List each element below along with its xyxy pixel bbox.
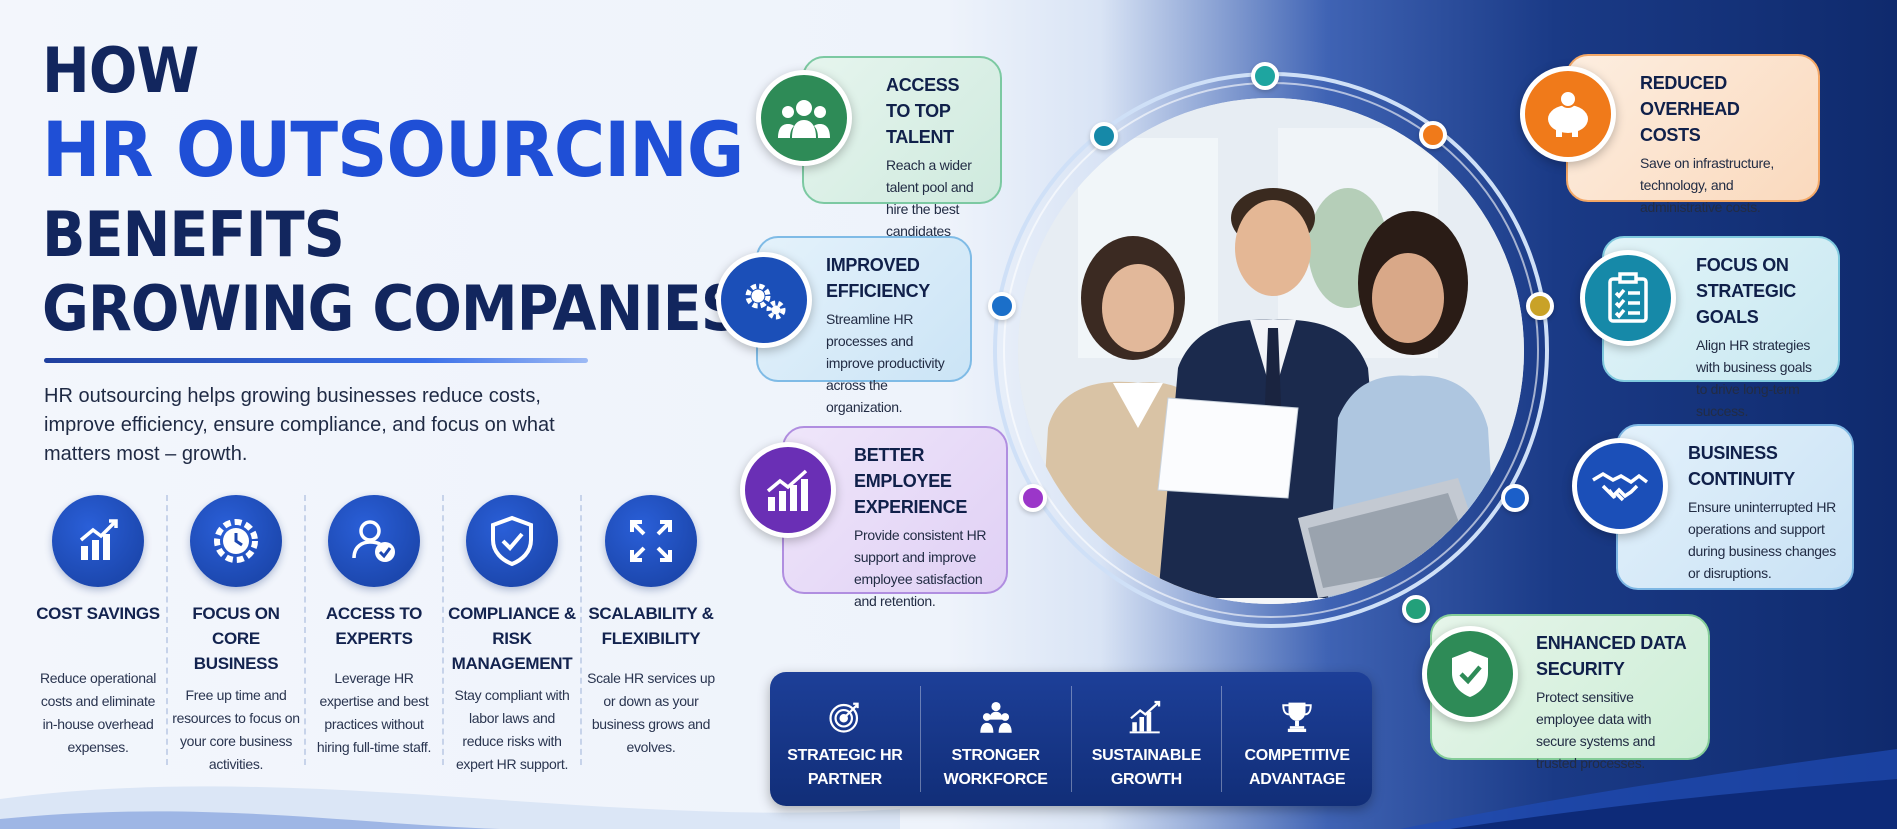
headline-line-3: BENEFITS xyxy=(42,198,345,271)
ring-dot xyxy=(988,292,1016,320)
card-title: BUSINESS CONTINUITY xyxy=(1688,443,1795,489)
card-title: IMPROVED EFFICIENCY xyxy=(826,255,931,301)
trophy-icon xyxy=(1282,702,1312,733)
headline-line-1: HOW xyxy=(42,34,199,107)
benefit-desc: Leverage HR expertise and best practices… xyxy=(316,670,432,755)
bar-item-competitive-advantage: COMPETITIVE ADVANTAGE xyxy=(1222,686,1372,792)
ring-dot xyxy=(1019,484,1047,512)
benefit-scalability: SCALABILITY & FLEXIBILITY Scale HR servi… xyxy=(582,495,720,765)
headline-line-2: HR OUTSOURCING xyxy=(42,105,744,194)
bar-item-stronger-workforce: STRONGER WORKFORCE xyxy=(921,686,1072,792)
bar-item-label: SUSTAINABLE GROWTH xyxy=(1091,747,1202,788)
piggy-bank-icon xyxy=(1520,66,1616,162)
card-desc: Provide consistent HR support and improv… xyxy=(854,527,987,609)
benefit-title: COMPLIANCE & RISK MANAGEMENT xyxy=(448,604,576,673)
workforce-icon xyxy=(979,701,1012,733)
card-desc: Align HR strategies with business goals … xyxy=(1696,337,1812,419)
benefit-access-experts: ACCESS TO EXPERTS Leverage HR expertise … xyxy=(306,495,444,765)
card-title: ACCESS TO TOP TALENT xyxy=(886,75,960,147)
benefit-focus-core: FOCUS ON CORE BUSINESS Free up time and … xyxy=(168,495,306,772)
ring-dot xyxy=(1501,484,1529,512)
summary-bar: STRATEGIC HR PARTNER STRONGER WORKFORCE … xyxy=(770,672,1372,806)
benefit-title: SCALABILITY & FLEXIBILITY xyxy=(588,604,714,648)
intro-text: HR outsourcing helps growing businesses … xyxy=(44,385,555,465)
bar-item-label: STRONGER WORKFORCE xyxy=(943,747,1048,788)
shield-check-icon xyxy=(1422,626,1518,722)
target-icon xyxy=(829,702,859,733)
clipboard-checklist-icon xyxy=(1580,250,1676,346)
benefit-compliance: COMPLIANCE & RISK MANAGEMENT Stay compli… xyxy=(444,495,582,772)
card-desc: Streamline HR processes and improve prod… xyxy=(826,311,945,415)
bar-chart-up-icon xyxy=(52,495,144,587)
ring-dot xyxy=(1419,121,1447,149)
growth-bars-icon xyxy=(1130,700,1161,734)
shield-check-icon xyxy=(466,495,558,587)
card-title: FOCUS ON STRATEGIC GOALS xyxy=(1696,255,1796,327)
benefit-desc: Free up time and resources to focus on y… xyxy=(172,687,300,772)
card-title: BETTER EMPLOYEE EXPERIENCE xyxy=(854,445,968,517)
benefit-title: COST SAVINGS xyxy=(36,604,160,623)
benefit-title: ACCESS TO EXPERTS xyxy=(325,604,423,648)
ring-dot xyxy=(1251,62,1279,90)
benefit-desc: Stay compliant with labor laws and reduc… xyxy=(454,687,570,772)
headline: HOW HR OUTSOURCING BENEFITS GROWING COMP… xyxy=(42,34,744,345)
card-title: ENHANCED DATA SECURITY xyxy=(1536,633,1686,679)
handshake-icon xyxy=(1572,438,1668,534)
gear-clock-icon xyxy=(190,495,282,587)
ring-dot xyxy=(1402,595,1430,623)
benefit-desc: Reduce operational costs and eliminate i… xyxy=(39,670,157,755)
expand-arrows-icon xyxy=(604,495,697,587)
card-title: REDUCED OVERHEAD COSTS xyxy=(1640,73,1740,145)
bar-item-label: STRATEGIC HR PARTNER xyxy=(787,747,903,788)
ring-dot xyxy=(1526,292,1554,320)
headline-line-4: GROWING COMPANIES xyxy=(42,272,742,345)
gears-icon xyxy=(716,252,812,348)
title-underline xyxy=(44,358,588,363)
team-photo xyxy=(1018,98,1524,604)
benefit-title: FOCUS ON CORE BUSINESS xyxy=(192,604,280,673)
user-check-icon xyxy=(328,495,420,587)
benefit-desc: Scale HR services up or down as your bus… xyxy=(587,670,715,755)
team-icon xyxy=(756,70,852,166)
ring-dot xyxy=(1090,122,1118,150)
card-desc: Protect sensitive employee data with sec… xyxy=(1536,689,1656,771)
card-desc: Save on infrastructure, technology, and … xyxy=(1640,155,1774,215)
benefit-cost-savings: COST SAVINGS Reduce operational costs an… xyxy=(30,495,168,765)
bar-item-strategic-partner: STRATEGIC HR PARTNER xyxy=(770,686,921,792)
benefit-columns: COST SAVINGS Reduce operational costs an… xyxy=(30,495,720,772)
bar-item-label: COMPETITIVE ADVANTAGE xyxy=(1244,747,1350,788)
bar-item-sustainable-growth: SUSTAINABLE GROWTH xyxy=(1072,686,1223,792)
card-desc: Ensure uninterrupted HR operations and s… xyxy=(1688,499,1836,581)
growth-chart-icon xyxy=(740,442,836,538)
